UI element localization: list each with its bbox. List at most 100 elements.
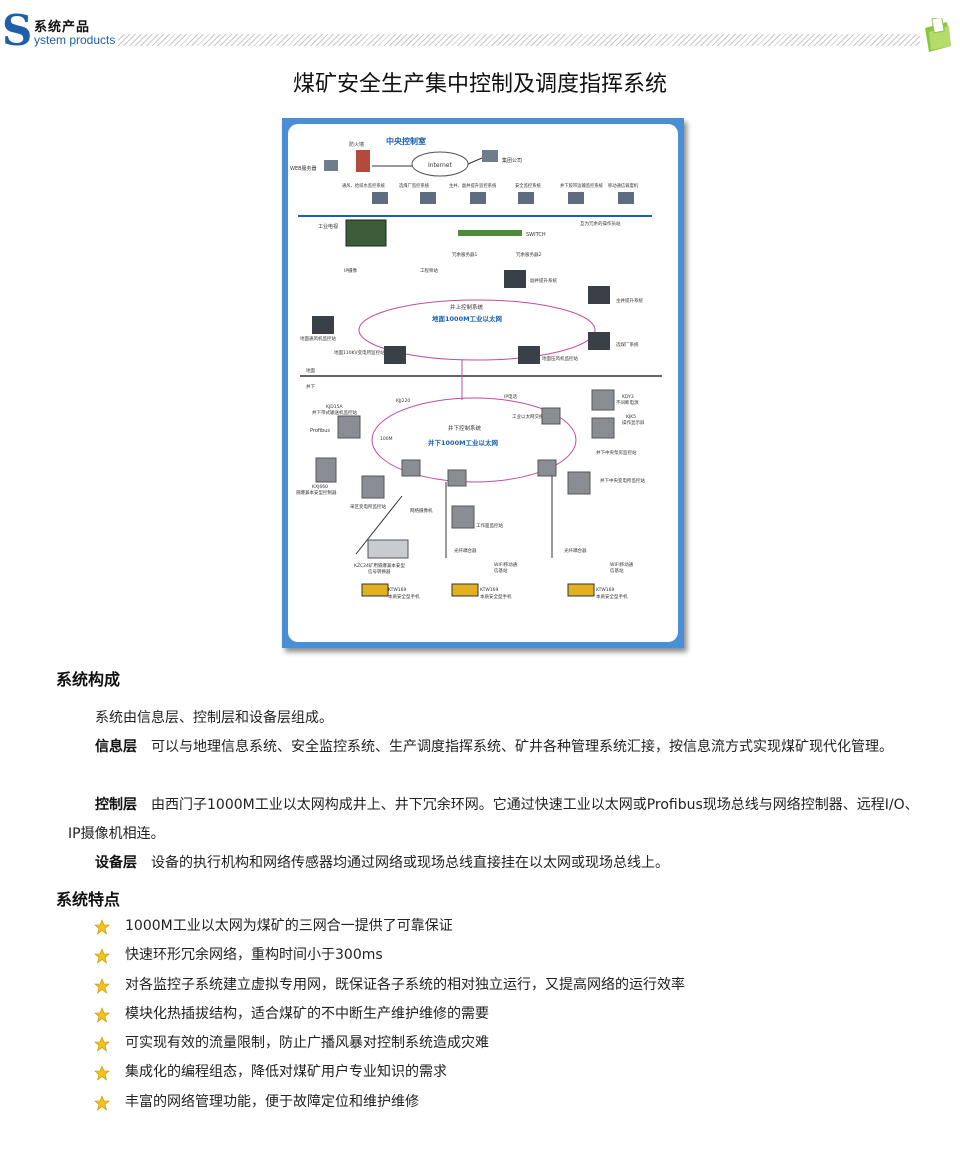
label-ip-phone-a: IP电话 <box>504 393 518 400</box>
feature-item: 快速环形冗余网络，重构时间小于300ms <box>94 943 914 972</box>
terminal-label-4: 安全监控系统 <box>515 182 541 189</box>
feature-item: 1000M工业以太网为煤矿的三网合一提供了可靠保证 <box>94 914 914 943</box>
label-aux-hoist: 副井提升系统 <box>530 277 557 284</box>
label-surface: 地面 <box>306 367 315 374</box>
label-underground-ring: 井下1000M工业以太网 <box>428 438 499 447</box>
label-phone-a: 本质安全型手机 <box>388 593 420 600</box>
firewall-icon <box>356 150 370 172</box>
label-phone-b: 本质安全型手机 <box>480 593 512 600</box>
label-ktw169-b: KTW169 <box>480 587 499 593</box>
label-surface-ring: 地面1000M工业以太网 <box>432 314 503 323</box>
feature-item: 丰富的网络管理功能，便于故障定位和维护维修 <box>94 1090 914 1119</box>
label-switch: SWITCH <box>526 232 546 238</box>
diagram-panel <box>288 124 678 642</box>
web-server-icon <box>324 160 338 171</box>
features-title: 系统特点 <box>56 890 121 909</box>
feature-item: 可实现有效的流量限制，防止广播风暴对控制系统造成灾难 <box>94 1031 914 1060</box>
label-server1: 冗余服务器1 <box>452 251 477 258</box>
label-ip-cam: IP摄像 <box>344 267 358 274</box>
diagram-canvas: 中央控制室 防火墙 Internet WEB服务器 集团公司 通风、给排水监控系… <box>288 124 678 642</box>
star-icon <box>94 1094 110 1111</box>
page-header: S 系统产品 ystem products <box>0 0 960 60</box>
header-divider <box>118 34 920 46</box>
label-main-hoist: 主井提升系统 <box>616 297 643 304</box>
label-underground-control: 井下控制系统 <box>448 424 482 432</box>
underground-stations <box>315 389 615 529</box>
label-workface: 工作面监控站 <box>476 522 503 529</box>
converter-icon <box>367 539 409 559</box>
logo-letter: S <box>2 6 33 55</box>
device-layer-label: 设备层 <box>95 855 137 871</box>
label-wifi-a: WIFI移动通 <box>494 561 518 568</box>
label-ktw169-c: KTW169 <box>596 587 615 593</box>
feature-item: 模块化热插拔结构，适合煤矿的不中断生产维护维修的需要 <box>94 1002 914 1031</box>
label-wifi-b: WIFI移动通 <box>610 561 634 568</box>
label-ups: 不间断电源 <box>616 399 639 406</box>
features-list: 1000M工业以太网为煤矿的三网合一提供了可靠保证快速环形冗余网络，重构时间小于… <box>94 914 914 1119</box>
logo-cn-label: 系统产品 <box>34 20 91 35</box>
feature-text: 集成化的编程组态，降低对煤矿用户专业知识的需求 <box>125 1064 447 1081</box>
group-pc-icon <box>482 150 498 162</box>
page-title: 煤矿安全生产集中控制及调度指挥系统 <box>292 72 667 97</box>
label-coupler-b: 光纤耦合器 <box>564 547 587 554</box>
terminal-label-3: 主井、副井提升监控系统 <box>449 182 497 189</box>
terminal-label-6: 移动通信调度机 <box>608 182 639 189</box>
label-kzc24: KZC24矿用隔爆兼本安型 <box>354 562 405 569</box>
device-layer-text: 设备的执行机构和网络传感器均通过网络或现场总线直接挂在以太网或现场总线上。 <box>151 855 669 871</box>
terminal-label-1: 通风、给排水监控系统 <box>342 182 386 189</box>
info-layer-text: 可以与地理信息系统、安全监控系统、生产调度指挥系统、矿井各种管理系统汇接，按信息… <box>151 739 893 755</box>
terminal-label-2: 选煤厂监控系统 <box>399 182 430 189</box>
label-profibus: Profibus <box>310 428 330 434</box>
surface-ring <box>358 299 596 361</box>
composition-control: 控制层由西门子1000M工业以太网构成井上、井下冗余环网。它通过快速工业以太网或… <box>68 791 928 849</box>
label-100m-a: 100M <box>380 436 393 442</box>
label-surface-control: 井上控制系统 <box>450 303 484 311</box>
label-sub110: 地面110KV变电所监控站 <box>334 349 385 356</box>
star-icon <box>94 948 110 965</box>
label-kxj660: KXJ660 <box>312 484 328 490</box>
network-diagram: 中央控制室 防火墙 Internet WEB服务器 集团公司 通风、给排水监控系… <box>282 118 684 648</box>
label-net-cam: 网络摄像机 <box>410 507 433 514</box>
label-eng-station: 工程师站 <box>420 267 438 274</box>
composition-info: 信息层可以与地理信息系统、安全监控系统、生产调度指挥系统、矿井各种管理系统汇接，… <box>68 733 928 762</box>
label-kdy3: KDY3 <box>622 394 634 400</box>
label-kjj220-a: KJJ220 <box>396 398 410 404</box>
control-layer-label: 控制层 <box>95 797 137 813</box>
logo-en-label: ystem products <box>34 33 116 47</box>
underground-ring <box>371 397 577 483</box>
feature-text: 对各监控子系统建立虚拟专用网，既保证各子系统的相对独立运行，又提高网络的运行效率 <box>125 976 685 993</box>
star-icon <box>94 977 110 994</box>
label-web-server: WEB服务器 <box>290 165 317 172</box>
tv-wall-icon <box>345 219 387 247</box>
label-group-company: 集团公司 <box>502 157 522 164</box>
composition-device: 设备层设备的执行机构和网络传感器均通过网络或现场总线直接挂在以太网或现场总线上。 <box>68 849 928 878</box>
label-phone-c: 本质安全型手机 <box>596 593 628 600</box>
label-operator-panel: 操作显示屏 <box>622 419 645 426</box>
label-wash-plant: 选煤厂系统 <box>616 341 639 348</box>
handset-icons <box>361 583 595 597</box>
label-server2: 冗余服务器2 <box>516 251 541 258</box>
composition-title: 系统构成 <box>56 670 121 689</box>
label-wifi-b2: 信基站 <box>610 567 624 574</box>
label-kjk5: KJK5 <box>626 414 636 420</box>
label-coupler: 光纤耦合器 <box>454 547 477 554</box>
feature-text: 丰富的网络管理功能，便于故障定位和维护维修 <box>125 1093 419 1110</box>
star-icon <box>94 1065 110 1082</box>
green-folder-icon <box>925 18 951 52</box>
label-surface-fan: 地面通风机监控站 <box>300 335 336 342</box>
label-firewall: 防火墙 <box>349 141 364 148</box>
feature-text: 1000M工业以太网为煤矿的三网合一提供了可靠保证 <box>125 918 453 934</box>
feature-text: 模块化热插拔结构，适合煤矿的不中断生产维护维修的需要 <box>125 1005 489 1022</box>
label-converter: 信号转换器 <box>368 568 391 575</box>
star-icon <box>94 919 110 935</box>
label-wifi-a2: 信基站 <box>494 567 508 574</box>
label-central-sub: 井下中央变电所监控站 <box>600 477 645 484</box>
label-redundant-station: 互为冗余的操作员站 <box>580 220 621 227</box>
feature-item: 集成化的编程组态，降低对煤矿用户专业知识的需求 <box>94 1060 914 1089</box>
label-control-room: 中央控制室 <box>386 136 426 146</box>
label-kjd15a-belt: KJD15A <box>326 404 343 410</box>
label-internet: Internet <box>428 162 452 169</box>
label-mining-sub: 采区变电所监控站 <box>350 503 386 510</box>
surface-stations <box>312 270 610 364</box>
label-pressure-fan: 地面压风机监控站 <box>542 355 578 362</box>
